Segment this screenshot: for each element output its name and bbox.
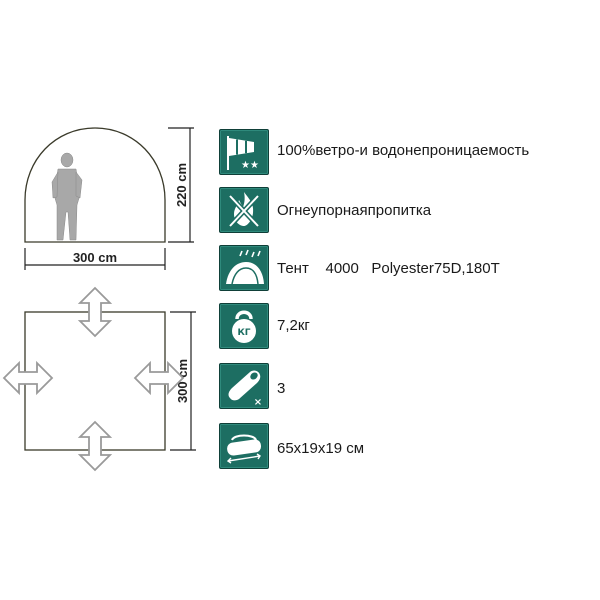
spec-text-fire: Огнеупорнаяпропитка (277, 202, 432, 219)
entrance-arrow-top (77, 286, 113, 338)
entrance-arrow-left (2, 360, 54, 396)
spec-text-fabric: Тент 4000 Polyester75D,180T (277, 260, 500, 277)
spec-text-capacity: 3 (277, 380, 286, 397)
tent-bag-icon (219, 423, 269, 469)
windsock-icon: ★★ (219, 129, 269, 175)
tent-diagram: 300 cm 220 cm 300 cm (2, 127, 196, 472)
tent-dome-outline (24, 127, 166, 243)
svg-text:★★: ★★ (241, 160, 259, 171)
svg-text:×: × (254, 397, 262, 408)
kettlebell-icon: КГ (219, 303, 269, 349)
spec-text-pack-size: 65x19x19 см (277, 440, 365, 457)
person-icon (51, 152, 83, 241)
height-dimension (168, 127, 194, 243)
tent-height-label: 220 cm (174, 163, 189, 207)
spec-text-weight: 7,2кг (277, 317, 310, 334)
kettlebell-label: КГ (237, 328, 250, 338)
width-dimension (24, 248, 166, 270)
tent-width-label: 300 cm (73, 250, 117, 265)
sleeping-bag-icon: × (219, 363, 269, 409)
floor-dimension (170, 311, 196, 451)
fire-crossed-icon (219, 187, 269, 233)
entrance-arrow-bottom (77, 420, 113, 472)
tent-rain-icon (219, 245, 269, 291)
floor-side-label: 300 cm (175, 359, 190, 403)
spec-text-wind: 100%ветро-и водонепроницаемость (277, 142, 530, 159)
entrance-arrow-right (133, 360, 185, 396)
